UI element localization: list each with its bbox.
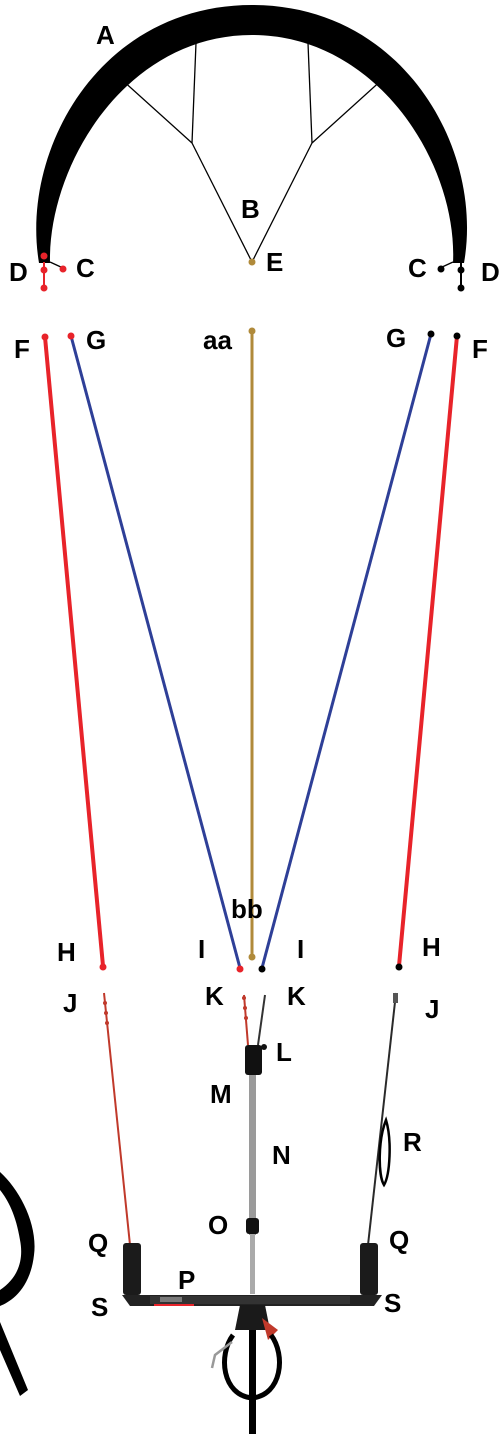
center-attachment-point [248,258,256,266]
right-pigtails [437,252,465,292]
label-C-right: C [408,253,427,283]
control-bar [122,1295,382,1306]
center-stopper [246,1218,259,1234]
right-front-line [397,335,459,967]
label-K-right: K [287,981,306,1011]
label-H-left: H [57,937,76,967]
label-aa: aa [203,325,232,355]
label-I-left: I [198,934,205,964]
label-D-left: D [9,257,28,287]
label-F-right: F [472,334,488,364]
label-G-right: G [386,323,406,353]
right-leader-line [367,992,397,1246]
label-Q-left: Q [88,1228,108,1258]
bridle-lines [49,42,454,269]
label-G-left: G [86,325,106,355]
right-back-line [260,333,433,969]
kite-canopy [36,5,468,263]
label-S-left: S [91,1292,108,1322]
label-B: B [241,194,260,224]
bar-leader-lines [103,992,398,1246]
right-floater [360,1243,378,1295]
label-K-left: K [205,981,224,1011]
label-S-right: S [384,1288,401,1318]
label-I-right: I [297,934,304,964]
left-floater [123,1243,141,1295]
depower-rope [249,1075,256,1235]
left-pigtails [40,252,67,292]
label-D-right: D [481,257,500,287]
depower-system [245,1044,267,1294]
label-R: R [403,1127,422,1157]
line-end-dots [41,327,461,973]
logo-fragment [0,1172,35,1396]
label-bb: bb [231,894,263,924]
label-O: O [208,1210,228,1240]
depower-cleat [245,1045,262,1075]
chicken-loop [210,1305,282,1434]
left-back-line [69,335,242,969]
right-leader-loop [378,1116,391,1188]
left-leader-line [103,992,131,1246]
label-L: L [276,1037,292,1067]
flying-lines [43,331,459,969]
label-H-right: H [422,932,441,962]
label-E: E [266,247,283,277]
diagram-labels: A B C D E C D F G aa G F bb H I I H J K … [9,20,500,1322]
label-Q-right: Q [389,1225,409,1255]
label-F-left: F [14,334,30,364]
label-P: P [178,1265,195,1295]
label-J-left: J [63,988,77,1018]
left-front-line [43,336,105,967]
label-C-left: C [76,253,95,283]
label-A: A [96,20,115,50]
label-N: N [272,1140,291,1170]
label-J-right: J [425,994,439,1024]
label-M: M [210,1079,232,1109]
